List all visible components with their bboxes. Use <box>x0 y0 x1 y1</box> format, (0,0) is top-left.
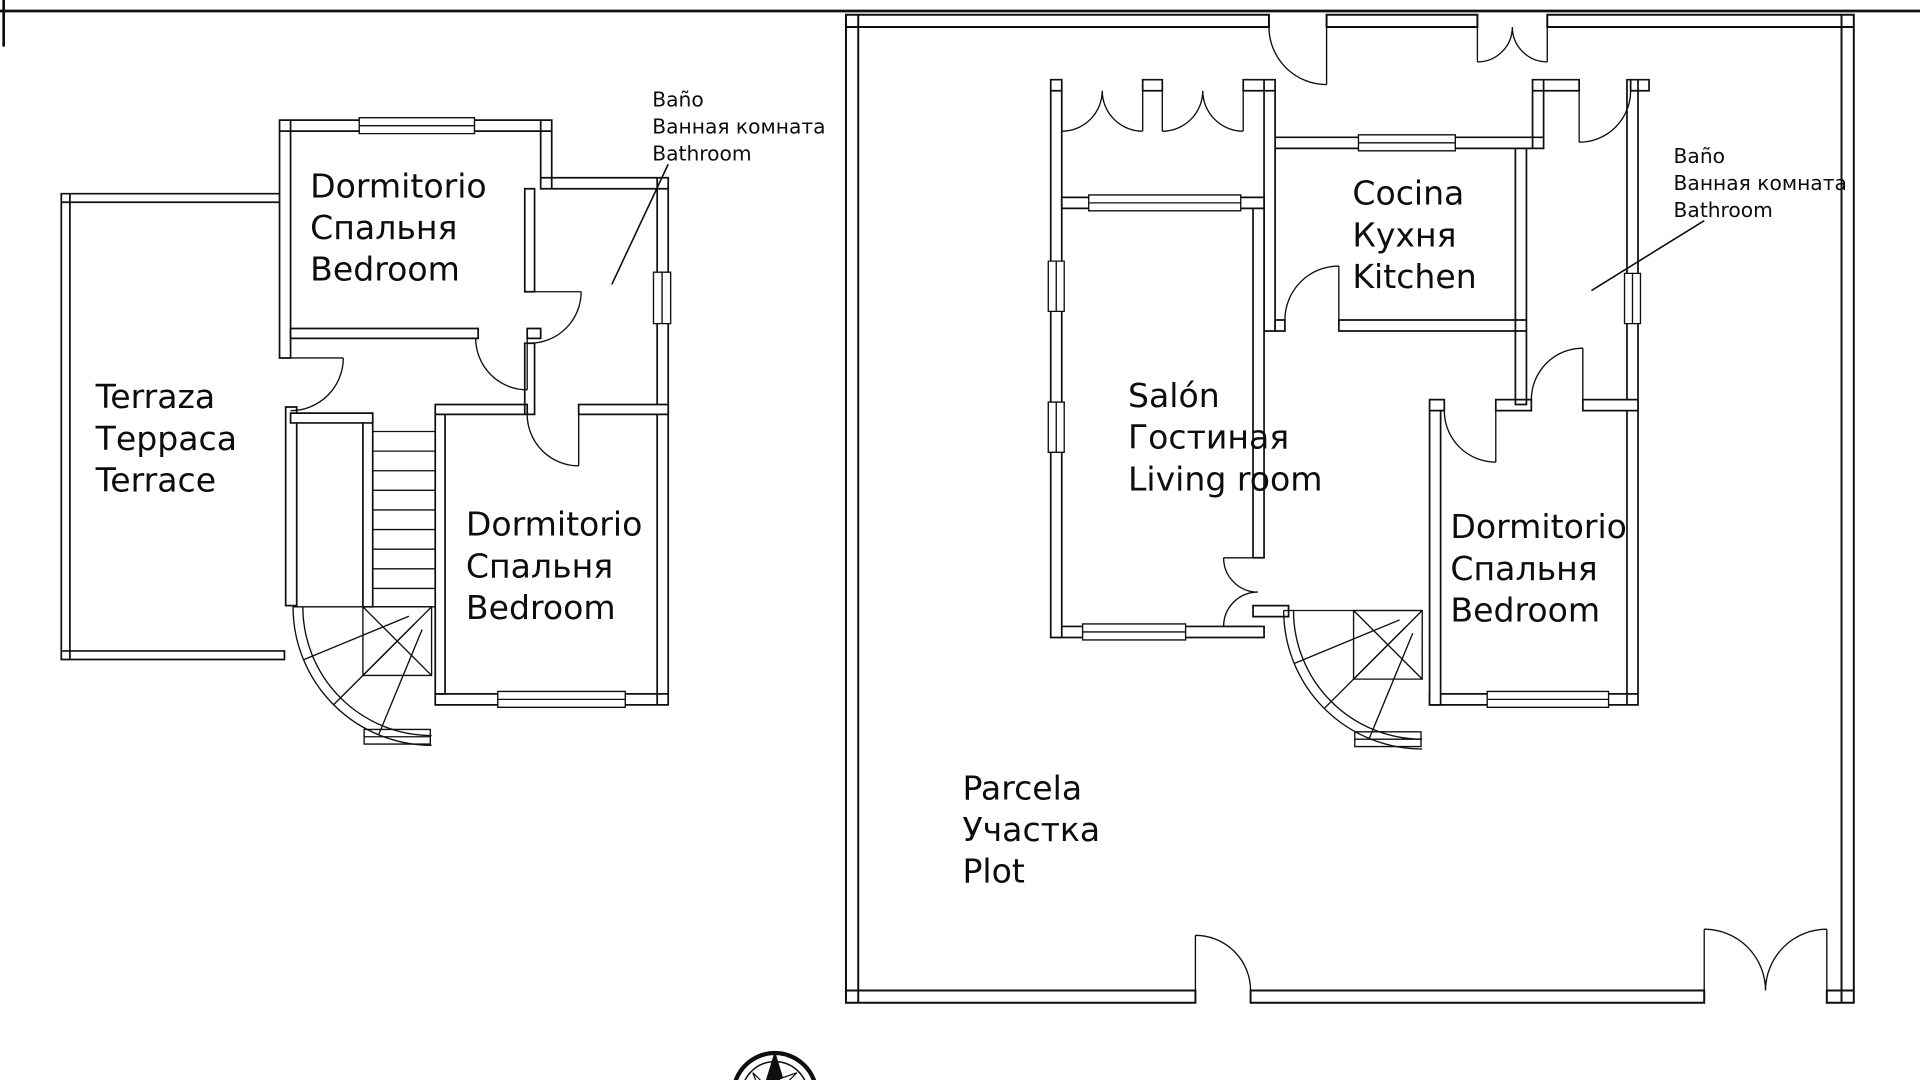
ground-bedroom-label-en: Bedroom <box>1450 591 1600 630</box>
drawing-frame <box>0 0 1920 47</box>
ground-bathroom-callout-en: Bathroom <box>1674 198 1773 222</box>
upper-bathroom-callout-en: Bathroom <box>652 142 751 166</box>
upper-floor-plan: Dormitorio Спальня Bedroom Terraza Терра… <box>60 88 826 747</box>
terrace-label-en: Terrace <box>95 461 216 500</box>
plot-gate-swings <box>1194 26 1828 991</box>
upper-bathroom-callout-ru: Ванная комната <box>652 115 825 139</box>
upper-bedroom-top-label-en: Bedroom <box>310 250 460 289</box>
house-windows <box>1047 134 1642 748</box>
upper-bedroom-top-label-es: Dormitorio <box>310 166 486 205</box>
house-door-swings <box>1061 90 1632 628</box>
upper-stair-landing <box>362 606 433 677</box>
upper-windows <box>358 117 672 745</box>
ground-bathroom-callout-es: Baño <box>1674 144 1725 168</box>
upper-window-centerlines <box>359 124 663 738</box>
upper-bedroom-bottom-label-en: Bedroom <box>466 588 616 627</box>
ground-stair-landing <box>1352 609 1423 680</box>
upper-bedroom-bottom-label-ru: Спальня <box>466 546 613 585</box>
living-room-label-ru: Гостиная <box>1128 418 1289 457</box>
upper-bathroom-leader-line <box>611 163 669 285</box>
ground-bedroom-label-es: Dormitorio <box>1450 507 1626 546</box>
living-room-label-es: Salón <box>1128 376 1220 415</box>
plot-label-en: Plot <box>962 852 1024 891</box>
upper-exterior-walls <box>278 119 670 706</box>
plot-label-es: Parcela <box>962 768 1082 807</box>
upper-bedroom-bottom-label-es: Dormitorio <box>466 505 642 544</box>
living-room-label-en: Living room <box>1128 459 1323 498</box>
kitchen-label-ru: Кухня <box>1352 215 1456 254</box>
ground-bathroom-callout-ru: Ванная комната <box>1674 171 1847 195</box>
ground-floor-plan: Cocina Кухня Kitchen Salón Гостиная Livi… <box>844 13 1855 1004</box>
compass-star-diagonals <box>752 1072 798 1080</box>
compass-rose-icon <box>733 1050 817 1080</box>
terrace-label-es: Terraza <box>95 377 216 416</box>
kitchen-label-en: Kitchen <box>1352 257 1476 296</box>
upper-stair-treads <box>372 430 436 590</box>
house-window-centerlines <box>1055 142 1634 740</box>
plot-label-ru: Участка <box>962 810 1100 849</box>
terrace-label-ru: Терраса <box>95 419 237 458</box>
upper-door-swings <box>290 291 582 467</box>
upper-bedroom-top-label-ru: Спальня <box>310 208 457 247</box>
compass-star <box>765 1050 784 1080</box>
ground-bathroom-leader-line <box>1590 219 1705 292</box>
kitchen-label-es: Cocina <box>1352 174 1464 213</box>
ground-bedroom-label-ru: Спальня <box>1450 549 1597 588</box>
upper-bathroom-callout-es: Baño <box>652 88 703 112</box>
